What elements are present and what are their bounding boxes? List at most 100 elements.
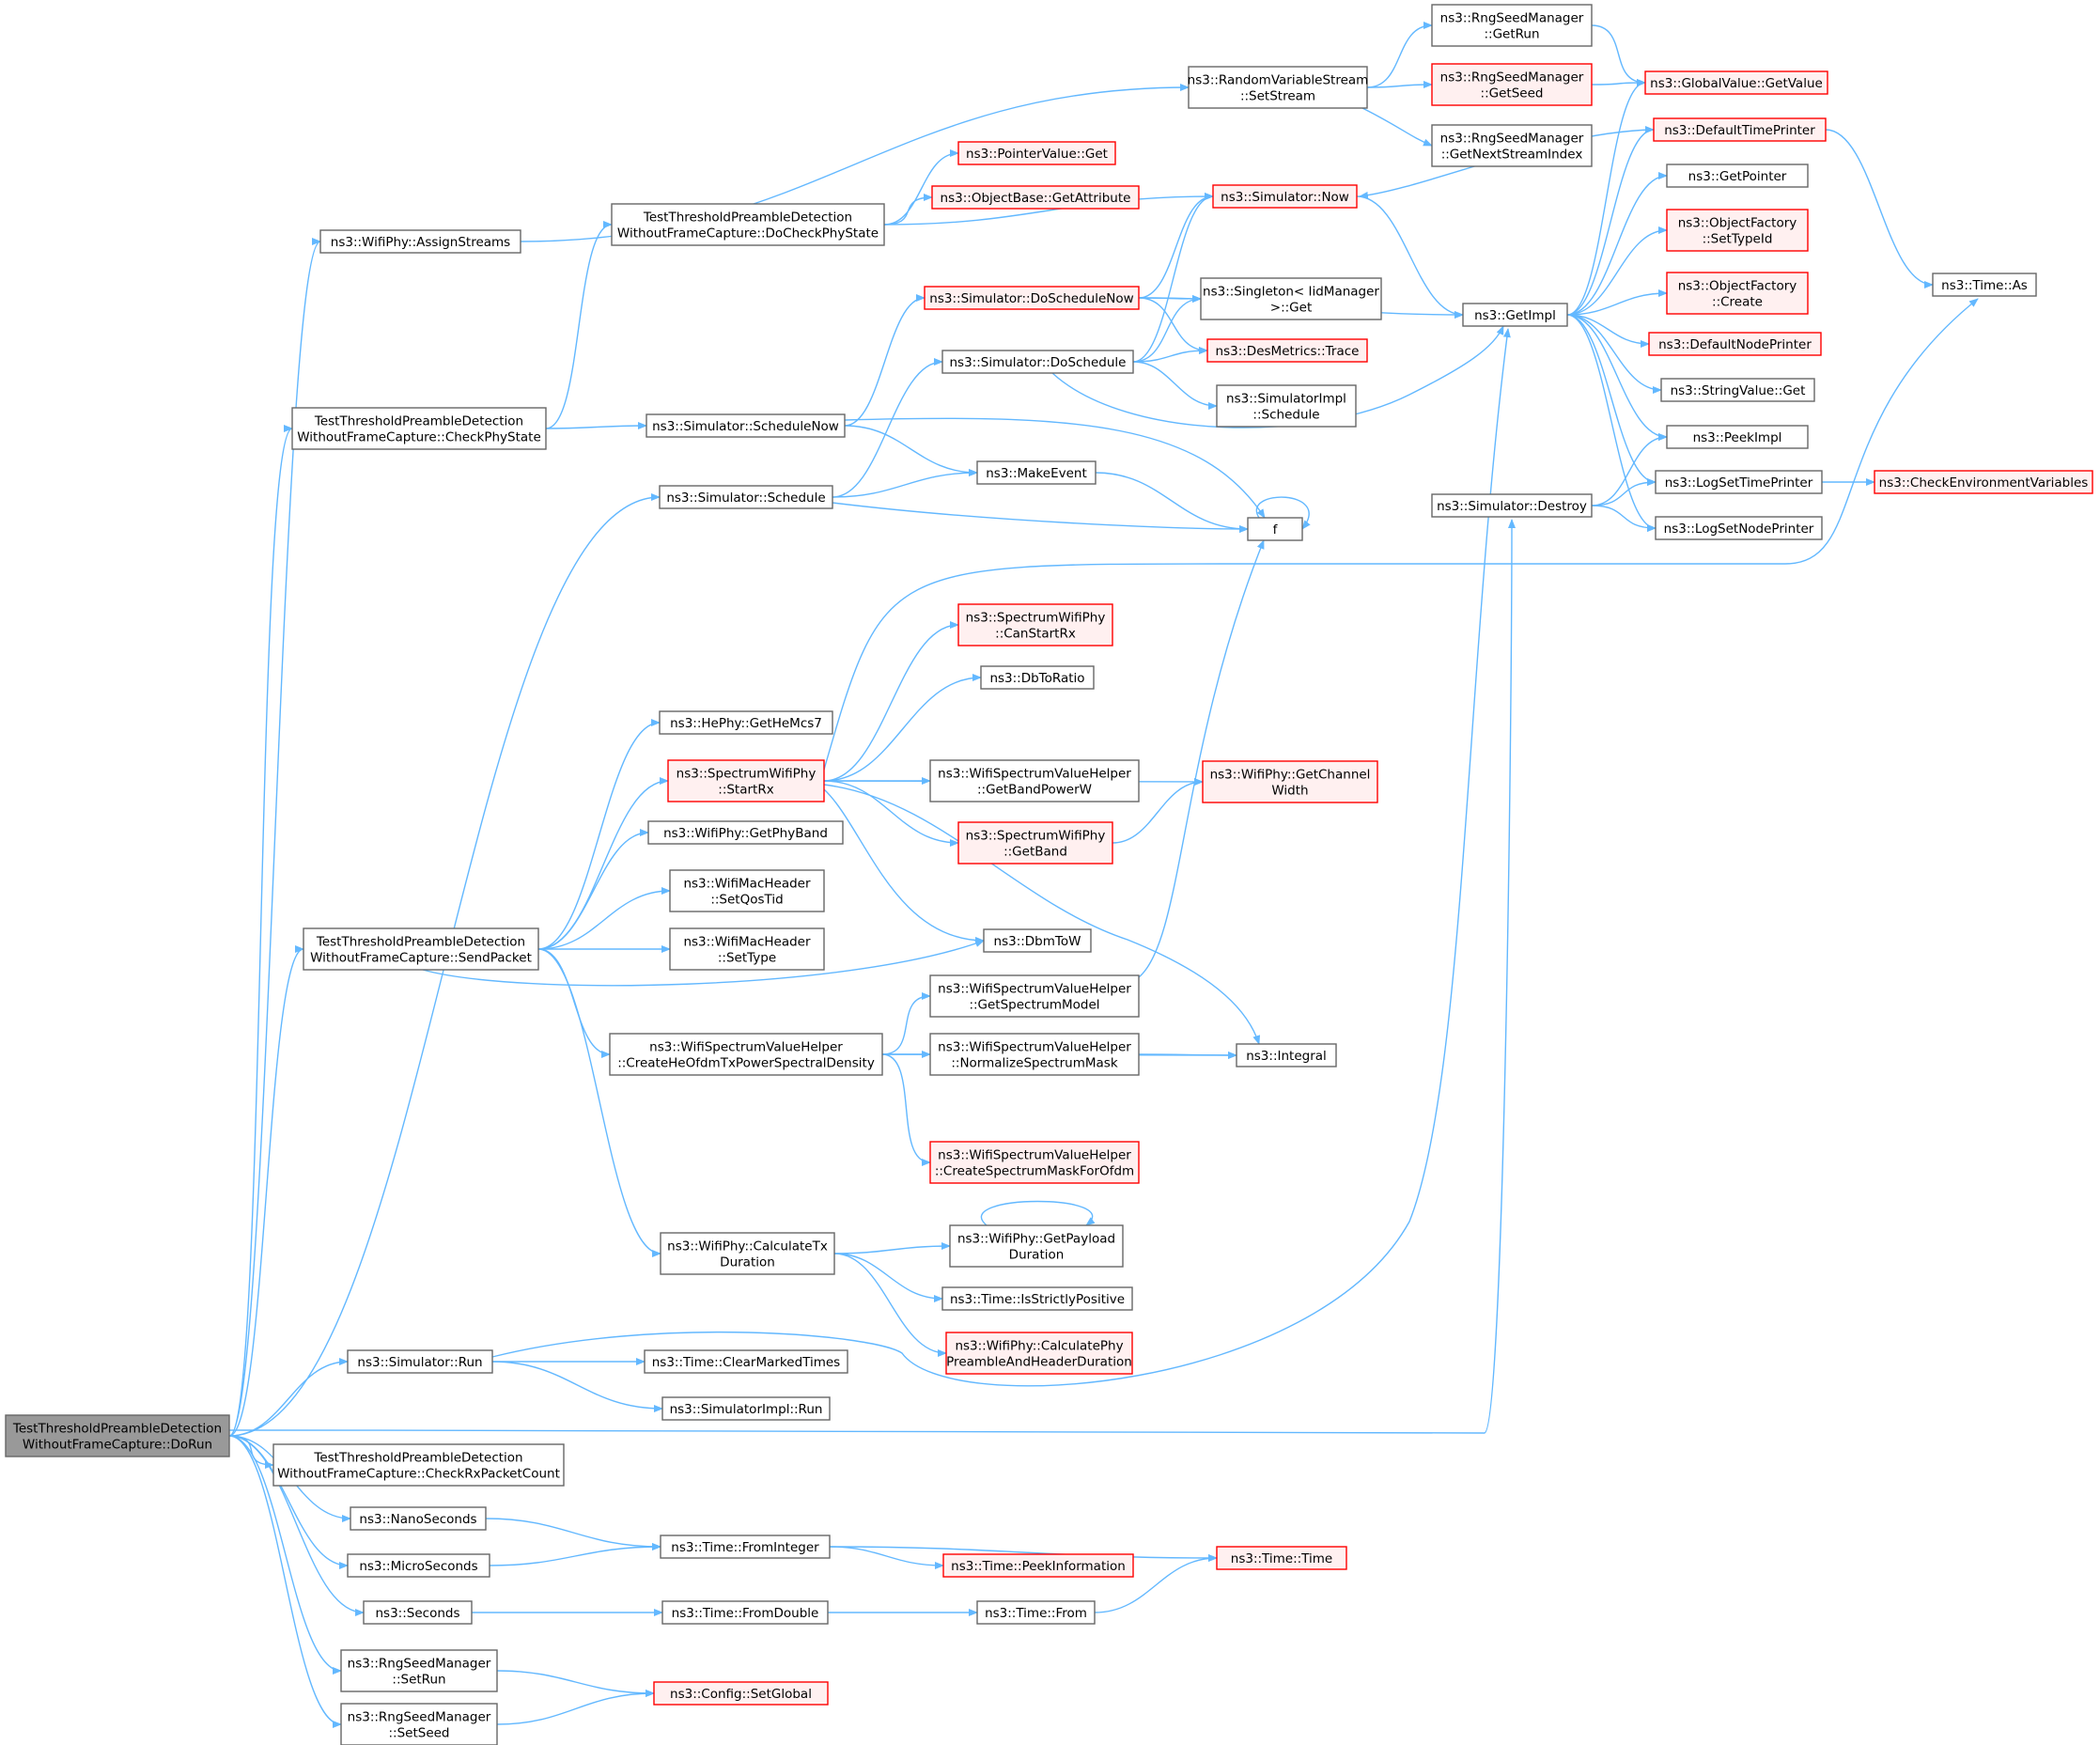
node-doRun[interactable]: TestThresholdPreambleDetectionWithoutFra…	[5, 1414, 230, 1457]
node-logSetNodePrinter[interactable]: ns3::LogSetNodePrinter	[1655, 516, 1823, 540]
node-ofSetTypeId[interactable]: ns3::ObjectFactory::SetTypeId	[1666, 209, 1809, 252]
node-assignStreams[interactable]: ns3::WifiPhy::AssignStreams	[319, 229, 521, 254]
node-makeEvent[interactable]: ns3::MakeEvent	[976, 460, 1097, 485]
node-box[interactable]	[660, 1232, 835, 1275]
node-box[interactable]	[667, 759, 825, 802]
node-simulatorRun[interactable]: ns3::Simulator::Run	[347, 1349, 493, 1374]
node-box[interactable]	[1236, 1043, 1337, 1067]
node-box[interactable]	[945, 1332, 1133, 1375]
node-box[interactable]	[1216, 384, 1357, 428]
node-box[interactable]	[1431, 4, 1593, 47]
node-dbToRatio[interactable]: ns3::DbToRatio	[980, 665, 1095, 690]
node-box[interactable]	[957, 141, 1116, 165]
node-setQosTid[interactable]: ns3::WifiMacHeader::SetQosTid	[669, 869, 825, 912]
node-box[interactable]	[929, 1033, 1140, 1076]
node-box[interactable]	[941, 1286, 1133, 1311]
node-box[interactable]	[661, 1396, 831, 1421]
node-box[interactable]	[350, 1506, 487, 1531]
node-rsmGetNextStreamIndex[interactable]: ns3::RngSeedManager::GetNextStreamIndex	[1431, 124, 1593, 167]
node-box[interactable]	[929, 759, 1140, 802]
node-box[interactable]	[1666, 209, 1809, 252]
node-box[interactable]	[303, 927, 539, 971]
node-swpStartRx[interactable]: ns3::SpectrumWifiPhy::StartRx	[667, 759, 825, 802]
node-rvsSetStream[interactable]: ns3::RandomVariableStream::SetStream	[1188, 66, 1369, 109]
node-f[interactable]: f	[1247, 517, 1303, 541]
node-timeFromDouble[interactable]: ns3::Time::FromDouble	[661, 1600, 829, 1625]
node-box[interactable]	[611, 203, 885, 246]
node-box[interactable]	[1666, 425, 1809, 449]
node-microSeconds[interactable]: ns3::MicroSeconds	[347, 1553, 490, 1578]
node-simulatorDoSchedule[interactable]: ns3::Simulator::DoSchedule	[941, 350, 1134, 374]
node-box[interactable]	[1216, 1546, 1347, 1570]
node-box[interactable]	[653, 1681, 829, 1706]
node-box[interactable]	[291, 407, 547, 450]
node-box[interactable]	[1431, 124, 1593, 167]
node-rsmSetRun[interactable]: ns3::RngSeedManager::SetRun	[340, 1649, 498, 1692]
node-box[interactable]	[931, 185, 1140, 210]
node-box[interactable]	[1188, 66, 1368, 109]
node-simulatorDoScheduleNow[interactable]: ns3::Simulator::DoScheduleNow	[924, 286, 1140, 310]
node-box[interactable]	[1200, 277, 1382, 320]
node-box[interactable]	[1247, 517, 1303, 541]
node-rsmGetRun[interactable]: ns3::RngSeedManager::GetRun	[1431, 4, 1593, 47]
node-doCheckPhyState[interactable]: TestThresholdPreambleDetectionWithoutFra…	[611, 203, 885, 246]
node-simulatorScheduleNow[interactable]: ns3::Simulator::ScheduleNow	[646, 413, 846, 438]
node-box[interactable]	[340, 1703, 498, 1745]
node-box[interactable]	[929, 974, 1140, 1018]
node-box[interactable]	[1660, 378, 1815, 402]
node-box[interactable]	[1648, 332, 1822, 356]
node-box[interactable]	[347, 1349, 493, 1374]
node-box[interactable]	[1644, 70, 1828, 95]
node-rsmGetSeed[interactable]: ns3::RngSeedManager::GetSeed	[1431, 63, 1593, 106]
node-box[interactable]	[1202, 760, 1378, 803]
node-timeAs[interactable]: ns3::Time::As	[1932, 273, 2037, 297]
node-timeTime[interactable]: ns3::Time::Time	[1216, 1546, 1347, 1570]
node-box[interactable]	[941, 350, 1134, 374]
node-rsmSetSeed[interactable]: ns3::RngSeedManager::SetSeed	[340, 1703, 498, 1745]
node-box[interactable]	[976, 1600, 1096, 1625]
node-box[interactable]	[659, 485, 833, 509]
node-globalValueGetValue[interactable]: ns3::GlobalValue::GetValue	[1644, 70, 1828, 95]
node-stringValueGet[interactable]: ns3::StringValue::Get	[1660, 378, 1815, 402]
node-integral[interactable]: ns3::Integral	[1236, 1043, 1337, 1067]
node-box[interactable]	[949, 1224, 1124, 1268]
node-box[interactable]	[1653, 117, 1827, 142]
node-defaultTimePrinter[interactable]: ns3::DefaultTimePrinter	[1653, 117, 1827, 142]
node-box[interactable]	[5, 1414, 230, 1457]
node-box[interactable]	[647, 820, 844, 845]
node-logSetTimePrinter[interactable]: ns3::LogSetTimePrinter	[1655, 470, 1823, 494]
node-box[interactable]	[669, 869, 825, 912]
node-box[interactable]	[340, 1649, 498, 1692]
node-seconds[interactable]: ns3::Seconds	[363, 1600, 473, 1625]
node-timeFrom[interactable]: ns3::Time::From	[976, 1600, 1096, 1625]
node-wsvhNormalize[interactable]: ns3::WifiSpectrumValueHelper::NormalizeS…	[929, 1033, 1140, 1076]
node-box[interactable]	[644, 1349, 848, 1374]
node-box[interactable]	[272, 1443, 565, 1487]
node-box[interactable]	[1431, 493, 1593, 518]
node-calcPhyPreamble[interactable]: ns3::WifiPhy::CalculatePhyPreambleAndHea…	[945, 1332, 1133, 1375]
node-checkPhyState[interactable]: TestThresholdPreambleDetectionWithoutFra…	[291, 407, 547, 450]
node-timePeekInformation[interactable]: ns3::Time::PeekInformation	[942, 1553, 1134, 1578]
node-pointerValueGet[interactable]: ns3::PointerValue::Get	[957, 141, 1116, 165]
node-box[interactable]	[1666, 164, 1809, 188]
node-nanoSeconds[interactable]: ns3::NanoSeconds	[350, 1506, 487, 1531]
node-box[interactable]	[319, 229, 521, 254]
node-box[interactable]	[1874, 470, 2093, 494]
node-simulatorNow[interactable]: ns3::Simulator::Now	[1212, 184, 1358, 209]
node-isStrictlyPositive[interactable]: ns3::Time::IsStrictlyPositive	[941, 1286, 1133, 1311]
node-peekImpl[interactable]: ns3::PeekImpl	[1666, 425, 1809, 449]
node-checkRxPacketCount[interactable]: TestThresholdPreambleDetectionWithoutFra…	[272, 1443, 565, 1487]
node-box[interactable]	[1206, 338, 1368, 363]
node-box[interactable]	[1655, 516, 1823, 540]
node-box[interactable]	[942, 1553, 1134, 1578]
node-box[interactable]	[924, 286, 1140, 310]
node-objectBaseGetAttribute[interactable]: ns3::ObjectBase::GetAttribute	[931, 185, 1140, 210]
node-getImpl[interactable]: ns3::GetImpl	[1462, 303, 1568, 327]
node-box[interactable]	[363, 1600, 473, 1625]
node-wsvhGetSpectrumModel[interactable]: ns3::WifiSpectrumValueHelper::GetSpectru…	[929, 974, 1140, 1018]
node-simulatorImplSchedule[interactable]: ns3::SimulatorImpl::Schedule	[1216, 384, 1357, 428]
node-box[interactable]	[1655, 470, 1823, 494]
